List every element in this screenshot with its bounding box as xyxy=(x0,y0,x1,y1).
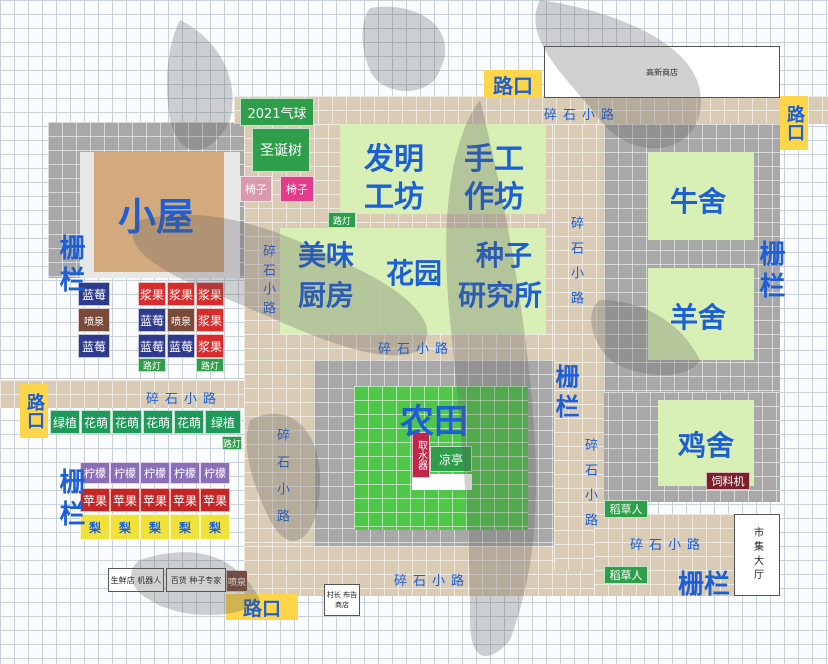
crop-apple-5[interactable]: 苹果 xyxy=(200,488,230,512)
crop-pear-4[interactable]: 梨 xyxy=(170,514,200,540)
house[interactable] xyxy=(94,152,224,272)
crop-lemon-3[interactable]: 柠檬 xyxy=(140,462,170,484)
path-top xyxy=(234,96,828,124)
crop-pear-2[interactable]: 梨 xyxy=(110,514,140,540)
garden-area xyxy=(280,228,546,334)
crop-greenplant-2[interactable]: 绿植 xyxy=(205,410,241,434)
christmas-tree[interactable]: 圣诞树 xyxy=(252,128,310,172)
exit-bottom[interactable]: 路口 xyxy=(226,594,298,620)
label-path-left-horizontal: 碎石小路 xyxy=(146,392,223,407)
crop-blueberry-3[interactable]: 蓝莓 xyxy=(138,308,166,332)
label-fence-bottom-right: 栅栏 xyxy=(678,570,731,600)
crop-flower-2[interactable]: 花萌 xyxy=(112,410,142,434)
label-kitchen1: 美味 xyxy=(298,239,355,272)
label-path-right-vertical-bottom: 碎石小路 xyxy=(582,438,597,538)
crop-jujube-1[interactable]: 浆果 xyxy=(138,282,166,306)
waterer[interactable]: 取水器 xyxy=(412,432,430,478)
crop-lemon-2[interactable]: 柠檬 xyxy=(110,462,140,484)
label-chickencoop: 鸡舍 xyxy=(678,429,735,462)
crop-sprinkler-1[interactable]: 喷泉 xyxy=(78,308,110,332)
crop-blueberry-1[interactable]: 蓝莓 xyxy=(78,282,110,306)
label-path-right-vertical-top: 碎石小路 xyxy=(568,216,583,316)
crop-lamp-3[interactable]: 路灯 xyxy=(222,436,242,450)
label-house: 小屋 xyxy=(118,194,195,239)
crop-jujube-3[interactable]: 浆果 xyxy=(196,282,224,306)
exit-top[interactable]: 路口 xyxy=(484,70,542,98)
balloon-2021[interactable]: 2021气球 xyxy=(240,98,314,126)
scarecrow-1[interactable]: 稻草人 xyxy=(604,500,648,518)
crop-pear-5[interactable]: 梨 xyxy=(200,514,230,540)
workshop-area xyxy=(340,124,546,214)
label-sheepshed: 羊舍 xyxy=(670,301,727,334)
pavilion[interactable]: 凉亭 xyxy=(430,446,472,472)
label-fence-left-top: 栅栏 xyxy=(55,234,85,298)
crop-apple-4[interactable]: 苹果 xyxy=(170,488,200,512)
crop-jujube-2[interactable]: 浆果 xyxy=(167,282,195,306)
mall-shop[interactable]: 高新商店 xyxy=(544,46,780,98)
feeder[interactable]: 饲料机 xyxy=(706,472,750,490)
label-path-mid-vertical: 碎石小路 xyxy=(260,244,275,320)
exit-left[interactable]: 路口 xyxy=(20,384,48,438)
label-farm: 农田 xyxy=(400,402,468,442)
crop-flower-3[interactable]: 花萌 xyxy=(143,410,173,434)
path-bottom xyxy=(244,546,604,596)
shop-village[interactable]: 村长 布告商店 xyxy=(324,584,360,616)
chair-2[interactable]: 椅子 xyxy=(280,176,314,202)
label-path-left-vertical: 碎石小路 xyxy=(274,428,289,536)
crop-lemon-4[interactable]: 柠檬 xyxy=(170,462,200,484)
label-workshop1b: 工坊 xyxy=(364,180,424,215)
label-kitchen2: 厨房 xyxy=(298,279,355,312)
label-cowshed: 牛舍 xyxy=(670,185,727,218)
farm-field-gap xyxy=(412,474,472,490)
label-seed2: 研究所 xyxy=(458,279,543,312)
label-path-right-horizontal: 碎石小路 xyxy=(630,538,707,553)
label-path-mid-horizontal: 碎石小路 xyxy=(378,342,455,357)
crop-lamp-1[interactable]: 路灯 xyxy=(138,358,166,372)
crop-flower-1[interactable]: 花萌 xyxy=(81,410,111,434)
crop-lemon-5[interactable]: 柠檬 xyxy=(200,462,230,484)
crop-sprinkler-3[interactable]: 喷泉 xyxy=(226,570,248,592)
lamp-top[interactable]: 路灯 xyxy=(328,212,356,228)
chickencoop[interactable] xyxy=(658,400,754,486)
crop-blueberry-2[interactable]: 蓝莓 xyxy=(78,334,110,358)
sheepshed[interactable] xyxy=(648,268,754,360)
market-hall[interactable]: 市集大厅 xyxy=(734,514,780,596)
crop-greenplant-1[interactable]: 绿植 xyxy=(50,410,80,434)
label-seed1: 种子 xyxy=(476,239,533,272)
exit-right[interactable]: 路口 xyxy=(780,96,808,150)
path-right-vertical xyxy=(554,124,604,570)
shop-fresh[interactable]: 生鲜店 机器人 xyxy=(108,568,164,592)
label-garden: 花园 xyxy=(386,257,443,290)
crop-apple-3[interactable]: 苹果 xyxy=(140,488,170,512)
path-left-vertical xyxy=(244,360,314,570)
crop-blueberry-4[interactable]: 蓝莓 xyxy=(138,334,166,358)
label-fence-left-bottom: 栅栏 xyxy=(55,468,85,532)
mall-label: 高新商店 xyxy=(646,67,678,77)
crop-jujube-4[interactable]: 浆果 xyxy=(196,308,224,332)
label-path-top: 碎石小路 xyxy=(544,108,621,123)
crop-pear-3[interactable]: 梨 xyxy=(140,514,170,540)
label-fence-center: 栅栏 xyxy=(551,364,580,424)
label-workshop1: 发明 xyxy=(364,142,424,177)
crop-sprinkler-2[interactable]: 喷泉 xyxy=(167,308,195,332)
label-workshop2: 手工 xyxy=(464,142,524,177)
shop-sundry[interactable]: 百货 种子专家 xyxy=(166,568,226,592)
chair-1[interactable]: 椅子 xyxy=(240,176,272,202)
label-workshop2b: 作坊 xyxy=(464,180,524,215)
crop-blueberry-5[interactable]: 蓝莓 xyxy=(167,334,195,358)
label-fence-right: 栅栏 xyxy=(755,240,785,304)
scarecrow-2[interactable]: 稻草人 xyxy=(604,566,648,584)
label-path-bottom: 碎石小路 xyxy=(394,574,471,589)
crop-lemon-1[interactable]: 柠檬 xyxy=(80,462,110,484)
crop-lamp-2[interactable]: 路灯 xyxy=(196,358,224,372)
path-right-horizontal xyxy=(594,514,734,596)
crop-pear-1[interactable]: 梨 xyxy=(80,514,110,540)
cowshed[interactable] xyxy=(648,152,754,240)
crop-apple-2[interactable]: 苹果 xyxy=(110,488,140,512)
crop-jujube-5[interactable]: 浆果 xyxy=(196,334,224,358)
crop-flower-4[interactable]: 花萌 xyxy=(174,410,204,434)
crop-apple-1[interactable]: 苹果 xyxy=(80,488,110,512)
